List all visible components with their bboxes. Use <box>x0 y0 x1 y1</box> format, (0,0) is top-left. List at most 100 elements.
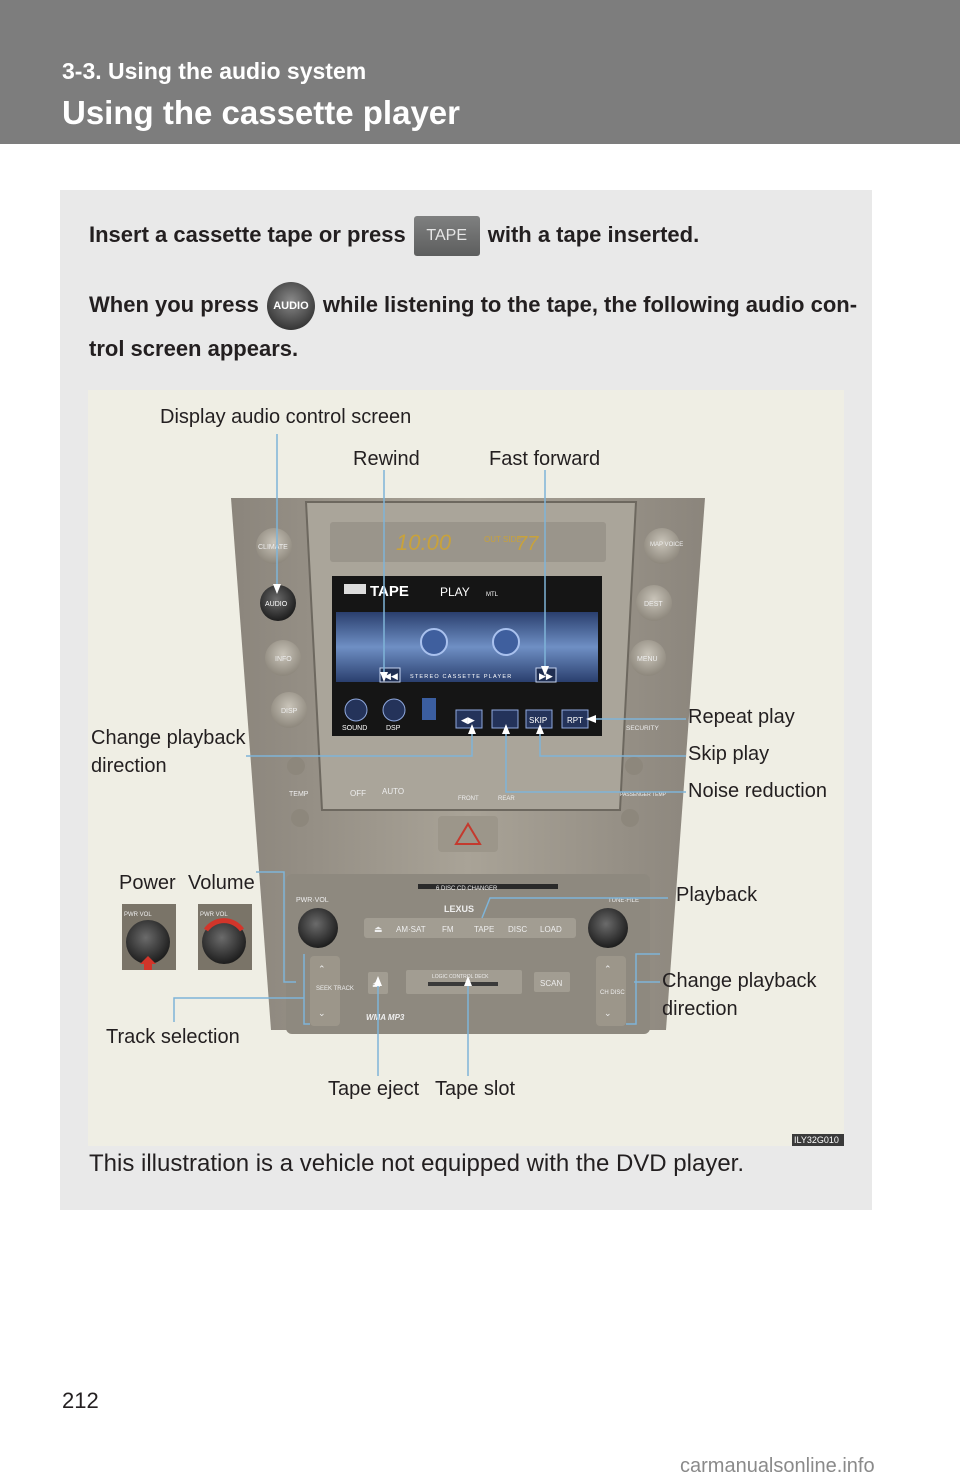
climate-button <box>256 528 292 564</box>
tune-file-label: TUNE·FILE <box>608 898 639 904</box>
audio-button-icon: AUDIO <box>266 282 315 330</box>
seek-track-label: SEEK TRACK <box>316 986 354 992</box>
ch-down-icon: ⌄ <box>604 1008 612 1018</box>
map-voice-button <box>644 528 680 564</box>
info-label: INFO <box>275 656 292 663</box>
dsp-label: DSP <box>386 725 401 732</box>
status-strip <box>330 522 606 562</box>
seek-up-icon: ⌃ <box>318 964 326 974</box>
tape-source-icon <box>344 584 366 594</box>
direction-screen-button <box>455 709 483 729</box>
temp-up-button <box>287 757 305 775</box>
auto-label: AUTO <box>382 787 404 796</box>
repeat-play-callout: Repeat play <box>688 706 795 728</box>
cd-slot <box>418 884 558 889</box>
fast-forward-callout: Fast forward <box>489 448 601 470</box>
tune-file-knob <box>588 908 628 948</box>
source-button-tape: TAPE <box>474 925 494 934</box>
rear-label: REAR <box>498 796 515 802</box>
skip-label: SKIP <box>529 716 547 725</box>
intro-line-3: trol screen appears. <box>89 336 299 361</box>
climate-label: CLIMATE <box>258 544 288 551</box>
intro-text: When you press <box>89 291 259 317</box>
screen-mode-label: PLAY <box>440 585 470 599</box>
hazard-button <box>438 816 498 852</box>
seek-track-rocker <box>310 956 340 1026</box>
passenger-temp-down-button <box>621 809 639 827</box>
volume-knob-icon <box>202 920 246 964</box>
right-reel-icon <box>492 628 520 656</box>
playback-callout: Playback <box>676 884 758 906</box>
screen-banner-label: STEREO CASSETTE PLAYER <box>410 674 512 680</box>
tape-eject-callout: Tape eject <box>328 1078 420 1100</box>
change-direction-right-callout-2: direction <box>662 998 738 1020</box>
intro-text: Insert a cassette tape or press <box>89 221 406 247</box>
pwr-vol-label: PWR·VOL <box>296 897 329 904</box>
watermark: carmanualsonline.info <box>680 1455 875 1477</box>
screen-source-label: TAPE <box>370 583 409 600</box>
menu-label: MENU <box>637 656 658 663</box>
mode-screen-icon <box>422 698 436 720</box>
change-direction-left-callout: Change playback <box>91 727 246 749</box>
tape-slot-opening <box>428 982 498 986</box>
dest-label: DEST <box>644 601 663 608</box>
image-code-box <box>792 1134 844 1146</box>
screen-mtl-label: MTL <box>486 592 499 598</box>
left-reel-icon <box>420 628 448 656</box>
clock-readout: 10:00 <box>396 530 452 555</box>
intro-line-2: When you press AUDIO while listening to th… <box>89 282 857 330</box>
tape-button-icon: TAPE <box>413 216 480 256</box>
intro-line-1: Insert a cassette tape or press TAPE with … <box>89 216 699 256</box>
noise-reduction-screen-button <box>491 709 519 729</box>
rewind-icon: ◀◀ <box>384 671 398 681</box>
temp-down-button <box>291 809 309 827</box>
noise-reduction-callout: Noise reduction <box>688 780 827 802</box>
dest-button <box>636 585 672 621</box>
change-direction-left-callout-2: direction <box>91 755 167 777</box>
ch-disc-rocker <box>596 956 626 1026</box>
volume-callout: Volume <box>188 872 255 894</box>
disp-button <box>271 692 307 728</box>
passenger-temp-label: PASSENGER TEMP <box>620 792 667 798</box>
audio-panel-illustration: 10:00 OUT SIDE 77 TAPE PLAY MTL ◀◀ ▶▶ ST… <box>88 390 844 1146</box>
sound-label: SOUND <box>342 725 367 732</box>
source-button-row <box>364 918 576 938</box>
info-button <box>265 640 301 676</box>
outside-label: OUT SIDE <box>484 535 522 544</box>
page-title: Using the cassette player <box>62 94 460 131</box>
section-heading: 3-3. Using the audio system <box>62 58 367 84</box>
power-volume-knob <box>298 908 338 948</box>
off-label: OFF <box>350 789 366 798</box>
rpt-label: RPT <box>567 716 583 725</box>
callout-arrowheads <box>273 584 596 986</box>
power-inset-label: PWR VOL <box>124 912 152 918</box>
brand-label: LEXUS <box>444 904 474 914</box>
source-button-fm: FM <box>442 925 454 934</box>
map-label: MAP VOICE <box>650 542 683 548</box>
intro-text: with a tape inserted. <box>487 221 700 247</box>
temp-label: TEMP <box>289 791 309 798</box>
page-number: 212 <box>62 1388 99 1413</box>
image-code: ILY32G010 <box>794 1135 839 1145</box>
audio-panel-drawing: 10:00 OUT SIDE 77 TAPE PLAY MTL ◀◀ ▶▶ ST… <box>122 434 844 1146</box>
audio-hard-button <box>260 585 296 621</box>
menu-button <box>630 640 666 676</box>
changer-label: 6 DISC CD CHANGER <box>436 886 498 892</box>
ch-up-icon: ⌃ <box>604 964 612 974</box>
change-direction-right-callout: Change playback <box>662 970 817 992</box>
scan-label: SCAN <box>540 979 562 988</box>
hazard-icon <box>454 822 482 845</box>
volume-inset-label: PWR VOL <box>200 912 228 918</box>
passenger-temp-up-button <box>625 757 643 775</box>
security-label: SECURITY <box>626 725 660 732</box>
scan-button <box>534 972 570 992</box>
power-callout: Power <box>119 872 176 894</box>
display-audio-callout: Display audio control screen <box>160 406 412 428</box>
track-selection-callout: Track selection <box>106 1026 240 1048</box>
skip-play-callout: Skip play <box>688 743 770 765</box>
sound-screen-button <box>344 698 368 722</box>
wma-mp3-label: WMA MP3 <box>366 1013 405 1022</box>
intro-text: while listening to the tape, the followi… <box>322 291 858 317</box>
rotate-arrow-icon <box>203 918 245 932</box>
